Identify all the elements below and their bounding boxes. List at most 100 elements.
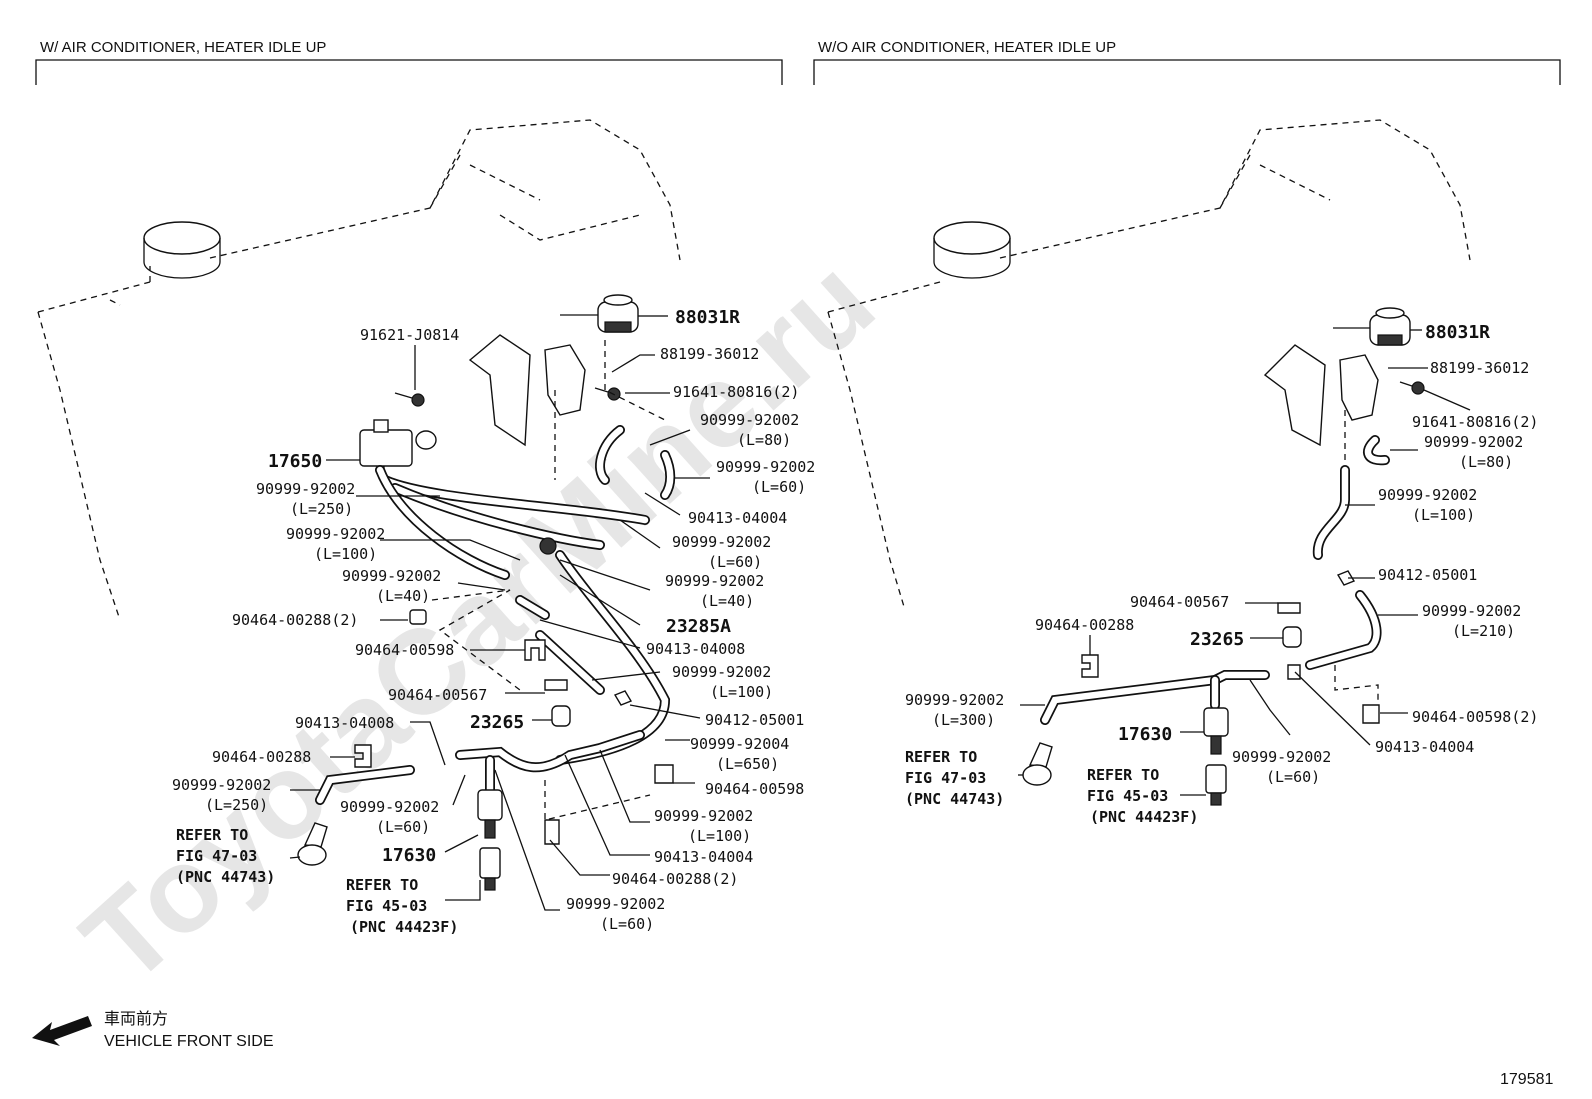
- left-engine-outline: [37, 119, 681, 621]
- left-labels: 88031R 88199-36012 91621-J0814 91641-808…: [172, 307, 815, 936]
- label-hose-l100c-length: (L=100): [688, 827, 751, 845]
- label-hose-l60d-length: (L=60): [600, 915, 654, 933]
- label-90464-00567: 90464-00567: [388, 686, 487, 704]
- label-hose-l60b: 90999-92002: [672, 533, 771, 551]
- label-hose-l100c: 90999-92002: [654, 807, 753, 825]
- label-90464-00288: 90464-00288: [212, 748, 311, 766]
- front-label-jp: 車両前方: [104, 1010, 168, 1028]
- right-label-90412-05001: 90412-05001: [1378, 566, 1477, 584]
- label-hose-l40b-length: (L=40): [700, 592, 754, 610]
- label-hose-l650-length: (L=650): [716, 755, 779, 773]
- label-refer-45-line1: REFER TO: [346, 876, 418, 894]
- right-label-23265: 23265: [1190, 629, 1244, 650]
- label-refer-45-line3: (PNC 44423F): [350, 918, 458, 936]
- label-hose-l650: 90999-92004: [690, 735, 789, 753]
- label-90413-04004a: 90413-04004: [688, 509, 787, 527]
- left-leader-lines: [289, 315, 710, 911]
- right-label-hose-l210-length: (L=210): [1452, 622, 1515, 640]
- right-engine-outline: [827, 119, 1471, 611]
- right-label-hose-l80-length: (L=80): [1459, 453, 1513, 471]
- front-label: VEHICLE FRONT SIDE: [104, 1033, 274, 1050]
- label-90413-04004d: 90413-04004: [654, 848, 753, 866]
- left-assembly-lines: [431, 340, 666, 821]
- left-bracket: [468, 334, 586, 447]
- right-vacuum-actuator: [1333, 307, 1411, 346]
- right-label-91641-80816: 91641-80816(2): [1412, 413, 1538, 431]
- label-refer-47-line1: REFER TO: [176, 826, 248, 844]
- label-hose-l250b-length: (L=250): [205, 796, 268, 814]
- left-vsv-17650: [359, 419, 437, 472]
- right-bracket: [1263, 344, 1379, 447]
- watermark: ToyotaCarMine.ru: [58, 233, 899, 1009]
- label-91621-j0814: 91621-J0814: [360, 326, 459, 344]
- right-label-hose-l80: 90999-92002: [1424, 433, 1523, 451]
- right-labels: 88031R 88199-36012 91641-80816(2) 90999-…: [905, 322, 1538, 826]
- left-bolt-91621: [394, 392, 425, 407]
- label-hose-l250a-length: (L=250): [290, 500, 353, 518]
- label-hose-l40b: 90999-92002: [665, 572, 764, 590]
- figure-number: 179581: [1500, 1071, 1553, 1088]
- label-hose-l60c: 90999-92002: [340, 798, 439, 816]
- left-small-parts: [297, 537, 674, 891]
- label-hose-l100b: 90999-92002: [672, 663, 771, 681]
- right-section-bracket: [813, 59, 1561, 85]
- right-small-parts: [1022, 570, 1380, 806]
- label-hose-l100b-length: (L=100): [710, 683, 773, 701]
- right-label-90464-00567: 90464-00567: [1130, 593, 1229, 611]
- right-bolt-91641: [1399, 381, 1425, 395]
- label-hose-l60a-length: (L=60): [752, 478, 806, 496]
- label-90464-00598b: 90464-00598: [705, 780, 804, 798]
- right-label-hose-l300-length: (L=300): [932, 711, 995, 729]
- label-23265: 23265: [470, 712, 524, 733]
- right-label-90464-00288: 90464-00288: [1035, 616, 1134, 634]
- vehicle-front-indicator: 車両前方 VEHICLE FRONT SIDE: [32, 1010, 274, 1050]
- right-label-hose-l100-length: (L=100): [1412, 506, 1475, 524]
- right-label-refer-45-line1: REFER TO: [1087, 766, 1159, 784]
- left-hoses: [315, 425, 676, 805]
- label-hose-l100a: 90999-92002: [286, 525, 385, 543]
- label-hose-l40a-length: (L=40): [376, 587, 430, 605]
- right-label-refer-47-line1: REFER TO: [905, 748, 977, 766]
- right-label-88199-36012: 88199-36012: [1430, 359, 1529, 377]
- right-label-hose-l300: 90999-92002: [905, 691, 1004, 709]
- label-23285a: 23285A: [666, 616, 731, 637]
- label-17630: 17630: [382, 845, 436, 866]
- right-label-hose-l60: 90999-92002: [1232, 748, 1331, 766]
- label-90464-00288-2: 90464-00288(2): [232, 611, 358, 629]
- right-label-refer-45-line2: FIG 45-03: [1087, 787, 1168, 805]
- label-hose-l40a: 90999-92002: [342, 567, 441, 585]
- label-hose-l80: 90999-92002: [700, 411, 799, 429]
- label-refer-47-line3: (PNC 44743): [176, 868, 275, 886]
- left-bolt-91641: [594, 387, 621, 401]
- right-label-hose-l210: 90999-92002: [1422, 602, 1521, 620]
- right-label-17630: 17630: [1118, 724, 1172, 745]
- right-label-90464-00598-2: 90464-00598(2): [1412, 708, 1538, 726]
- right-label-88031r: 88031R: [1425, 322, 1490, 343]
- label-refer-45-line2: FIG 45-03: [346, 897, 427, 915]
- label-90413-04008c: 90413-04008: [295, 714, 394, 732]
- right-label-refer-47-line3: (PNC 44743): [905, 790, 1004, 808]
- right-leader-lines: [1018, 329, 1471, 796]
- label-hose-l60b-length: (L=60): [708, 553, 762, 571]
- right-label-refer-47-line2: FIG 47-03: [905, 769, 986, 787]
- label-17650: 17650: [268, 451, 322, 472]
- label-88199-36012: 88199-36012: [660, 345, 759, 363]
- label-refer-47-line2: FIG 47-03: [176, 847, 257, 865]
- label-88031r: 88031R: [675, 307, 740, 328]
- label-90413-04008b: 90413-04008: [646, 640, 745, 658]
- left-section-bracket: [35, 59, 783, 85]
- label-hose-l60a: 90999-92002: [716, 458, 815, 476]
- right-hoses: [1040, 435, 1390, 725]
- front-arrow-icon: [32, 1016, 92, 1046]
- label-hose-l60c-length: (L=60): [376, 818, 430, 836]
- label-hose-l250a: 90999-92002: [256, 480, 355, 498]
- right-assembly-lines: [1334, 410, 1379, 705]
- label-90464-00288-2b: 90464-00288(2): [612, 870, 738, 888]
- label-hose-l60d: 90999-92002: [566, 895, 665, 913]
- label-90412-05001: 90412-05001: [705, 711, 804, 729]
- left-vacuum-actuator: [560, 294, 652, 333]
- left-section-title: W/ AIR CONDITIONER, HEATER IDLE UP: [40, 39, 326, 56]
- label-hose-l250b: 90999-92002: [172, 776, 271, 794]
- right-label-90413-04004: 90413-04004: [1375, 738, 1474, 756]
